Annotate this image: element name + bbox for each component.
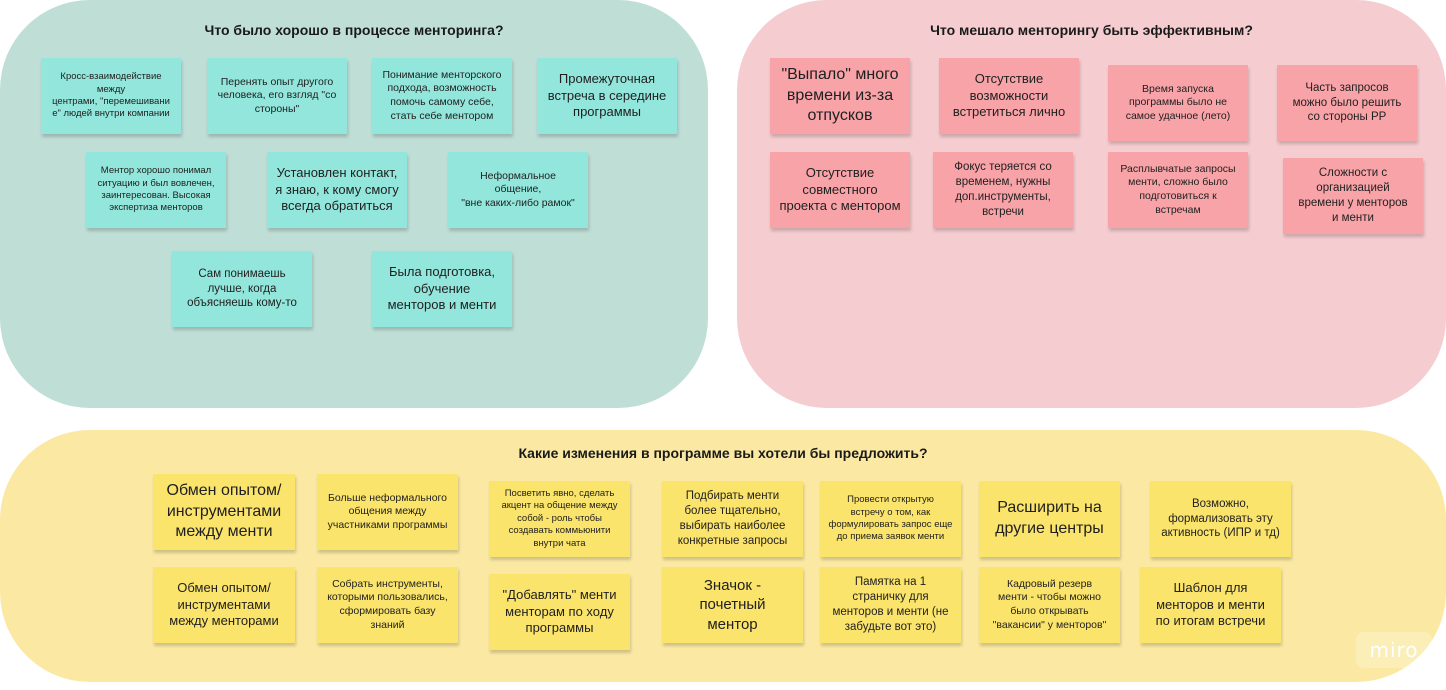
sticky-note-text: Расширить на другие центры <box>995 499 1104 537</box>
sticky-note-text: "Выпало" много времени из-за отпусков <box>781 65 899 125</box>
miro-logo-text: miro <box>1369 638 1419 662</box>
sticky-note-text: Фокус теряется со временем, нужны доп.ин… <box>954 161 1052 218</box>
sticky-note-text: Обмен опытом/ инструментами между ментор… <box>169 579 279 629</box>
sticky-note-text: Больше неформального общения между участ… <box>327 491 448 531</box>
sticky-note-bad-4[interactable]: Часть запросов можно было решить со стор… <box>1277 65 1417 141</box>
zone-title-change: Какие изменения в программе вы хотели бы… <box>518 445 928 461</box>
sticky-note-bad-3[interactable]: Время запуска программы было не самое уд… <box>1108 65 1248 141</box>
sticky-note-good-4[interactable]: Промежуточная встреча в середине програм… <box>537 58 677 134</box>
sticky-note-good-5[interactable]: Ментор хорошо понимал ситуацию и был вов… <box>86 152 226 228</box>
zone-title-good: Что было хорошо в процессе менторинга? <box>204 22 504 38</box>
sticky-note-good-8[interactable]: Сам понимаешь лучше, когда объясняешь ко… <box>172 251 312 327</box>
sticky-note-good-2[interactable]: Перенять опыт другого человека, его взгл… <box>207 58 347 134</box>
sticky-note-text: Была подготовка, обучение менторов и мен… <box>387 263 497 313</box>
sticky-note-change-6[interactable]: Расширить на другие центры <box>979 481 1120 557</box>
sticky-note-text: Памятка на 1 страничку для менторов и ме… <box>832 576 949 633</box>
sticky-note-text: Отсутствие возможности встретиться лично <box>952 70 1066 120</box>
sticky-note-good-9[interactable]: Была подготовка, обучение менторов и мен… <box>372 251 512 327</box>
sticky-note-text: Промежуточная встреча в середине програм… <box>547 70 667 120</box>
sticky-note-text: Шаблон для менторов и менти по итогам вс… <box>1155 579 1266 629</box>
sticky-note-text: Кросс-взаимодействие между центрами, "пе… <box>52 71 170 120</box>
sticky-note-text: Обмен опытом/ инструментами между менти <box>166 481 282 541</box>
sticky-note-change-8[interactable]: Обмен опытом/ инструментами между ментор… <box>153 567 295 643</box>
sticky-note-bad-5[interactable]: Отсутствие совместного проекта с менторо… <box>770 152 910 228</box>
sticky-note-change-2[interactable]: Больше неформального общения между участ… <box>317 474 458 550</box>
sticky-note-bad-7[interactable]: Расплывчатые запросы менти, сложно было … <box>1108 152 1248 228</box>
sticky-note-change-12[interactable]: Памятка на 1 страничку для менторов и ме… <box>820 567 961 643</box>
sticky-note-good-3[interactable]: Понимание менторского подхода, возможнос… <box>372 58 512 134</box>
sticky-note-change-1[interactable]: Обмен опытом/ инструментами между менти <box>153 474 295 550</box>
sticky-note-text: Подбирать менти более тщательно, выбират… <box>677 490 788 547</box>
sticky-note-text: Сложности с организацией времени у менто… <box>1298 167 1408 224</box>
sticky-note-good-6[interactable]: Установлен контакт, я знаю, к кому смогу… <box>267 152 407 228</box>
sticky-note-change-4[interactable]: Подбирать менти более тщательно, выбират… <box>662 481 803 557</box>
sticky-note-text: Провести открытую встречу о том, как фор… <box>828 494 953 543</box>
sticky-note-text: Значок - почетный ментор <box>699 576 766 633</box>
sticky-note-text: Неформальное общение, "вне каких-либо ра… <box>461 169 575 209</box>
sticky-note-change-14[interactable]: Шаблон для менторов и менти по итогам вс… <box>1140 567 1281 643</box>
sticky-note-change-10[interactable]: "Добавлять" менти менторам по ходу прогр… <box>489 574 630 650</box>
sticky-note-text: Посветить явно, сделать акцент на общени… <box>501 488 618 549</box>
sticky-note-text: Возможно, формализовать эту активность (… <box>1161 497 1280 540</box>
sticky-note-change-5[interactable]: Провести открытую встречу о том, как фор… <box>820 481 961 557</box>
sticky-note-good-7[interactable]: Неформальное общение, "вне каких-либо ра… <box>448 152 588 228</box>
sticky-note-text: Перенять опыт другого человека, его взгл… <box>217 75 337 115</box>
sticky-note-good-1[interactable]: Кросс-взаимодействие между центрами, "пе… <box>41 58 181 134</box>
sticky-note-text: Собрать инструменты, которыми пользовали… <box>327 577 448 631</box>
sticky-note-change-3[interactable]: Посветить явно, сделать акцент на общени… <box>489 481 630 557</box>
sticky-note-bad-8[interactable]: Сложности с организацией времени у менто… <box>1283 158 1423 234</box>
sticky-note-text: Отсутствие совместного проекта с менторо… <box>779 164 901 214</box>
sticky-note-text: Часть запросов можно было решить со стор… <box>1292 81 1402 124</box>
sticky-note-text: Ментор хорошо понимал ситуацию и был вов… <box>97 165 215 214</box>
sticky-note-change-13[interactable]: Кадровый резерв менти - чтобы можно было… <box>979 567 1120 643</box>
sticky-note-text: Сам понимаешь лучше, когда объясняешь ко… <box>187 267 297 310</box>
sticky-note-text: Время запуска программы было не самое уд… <box>1125 82 1231 122</box>
sticky-note-change-7[interactable]: Возможно, формализовать эту активность (… <box>1150 481 1291 557</box>
sticky-note-text: Расплывчатые запросы менти, сложно было … <box>1120 162 1236 216</box>
sticky-note-bad-1[interactable]: "Выпало" много времени из-за отпусков <box>770 58 910 134</box>
sticky-note-text: Кадровый резерв менти - чтобы можно было… <box>992 577 1107 631</box>
sticky-note-bad-2[interactable]: Отсутствие возможности встретиться лично <box>939 58 1079 134</box>
sticky-note-text: Понимание менторского подхода, возможнос… <box>382 68 502 122</box>
sticky-note-change-11[interactable]: Значок - почетный ментор <box>662 567 803 643</box>
sticky-note-bad-6[interactable]: Фокус теряется со временем, нужны доп.ин… <box>933 152 1073 228</box>
zone-title-bad: Что мешало менторингу быть эффективным? <box>930 22 1253 38</box>
miro-logo: miro <box>1356 632 1432 668</box>
sticky-note-change-9[interactable]: Собрать инструменты, которыми пользовали… <box>317 567 458 643</box>
sticky-note-text: "Добавлять" менти менторам по ходу прогр… <box>502 586 617 636</box>
sticky-note-text: Установлен контакт, я знаю, к кому смогу… <box>275 164 399 214</box>
